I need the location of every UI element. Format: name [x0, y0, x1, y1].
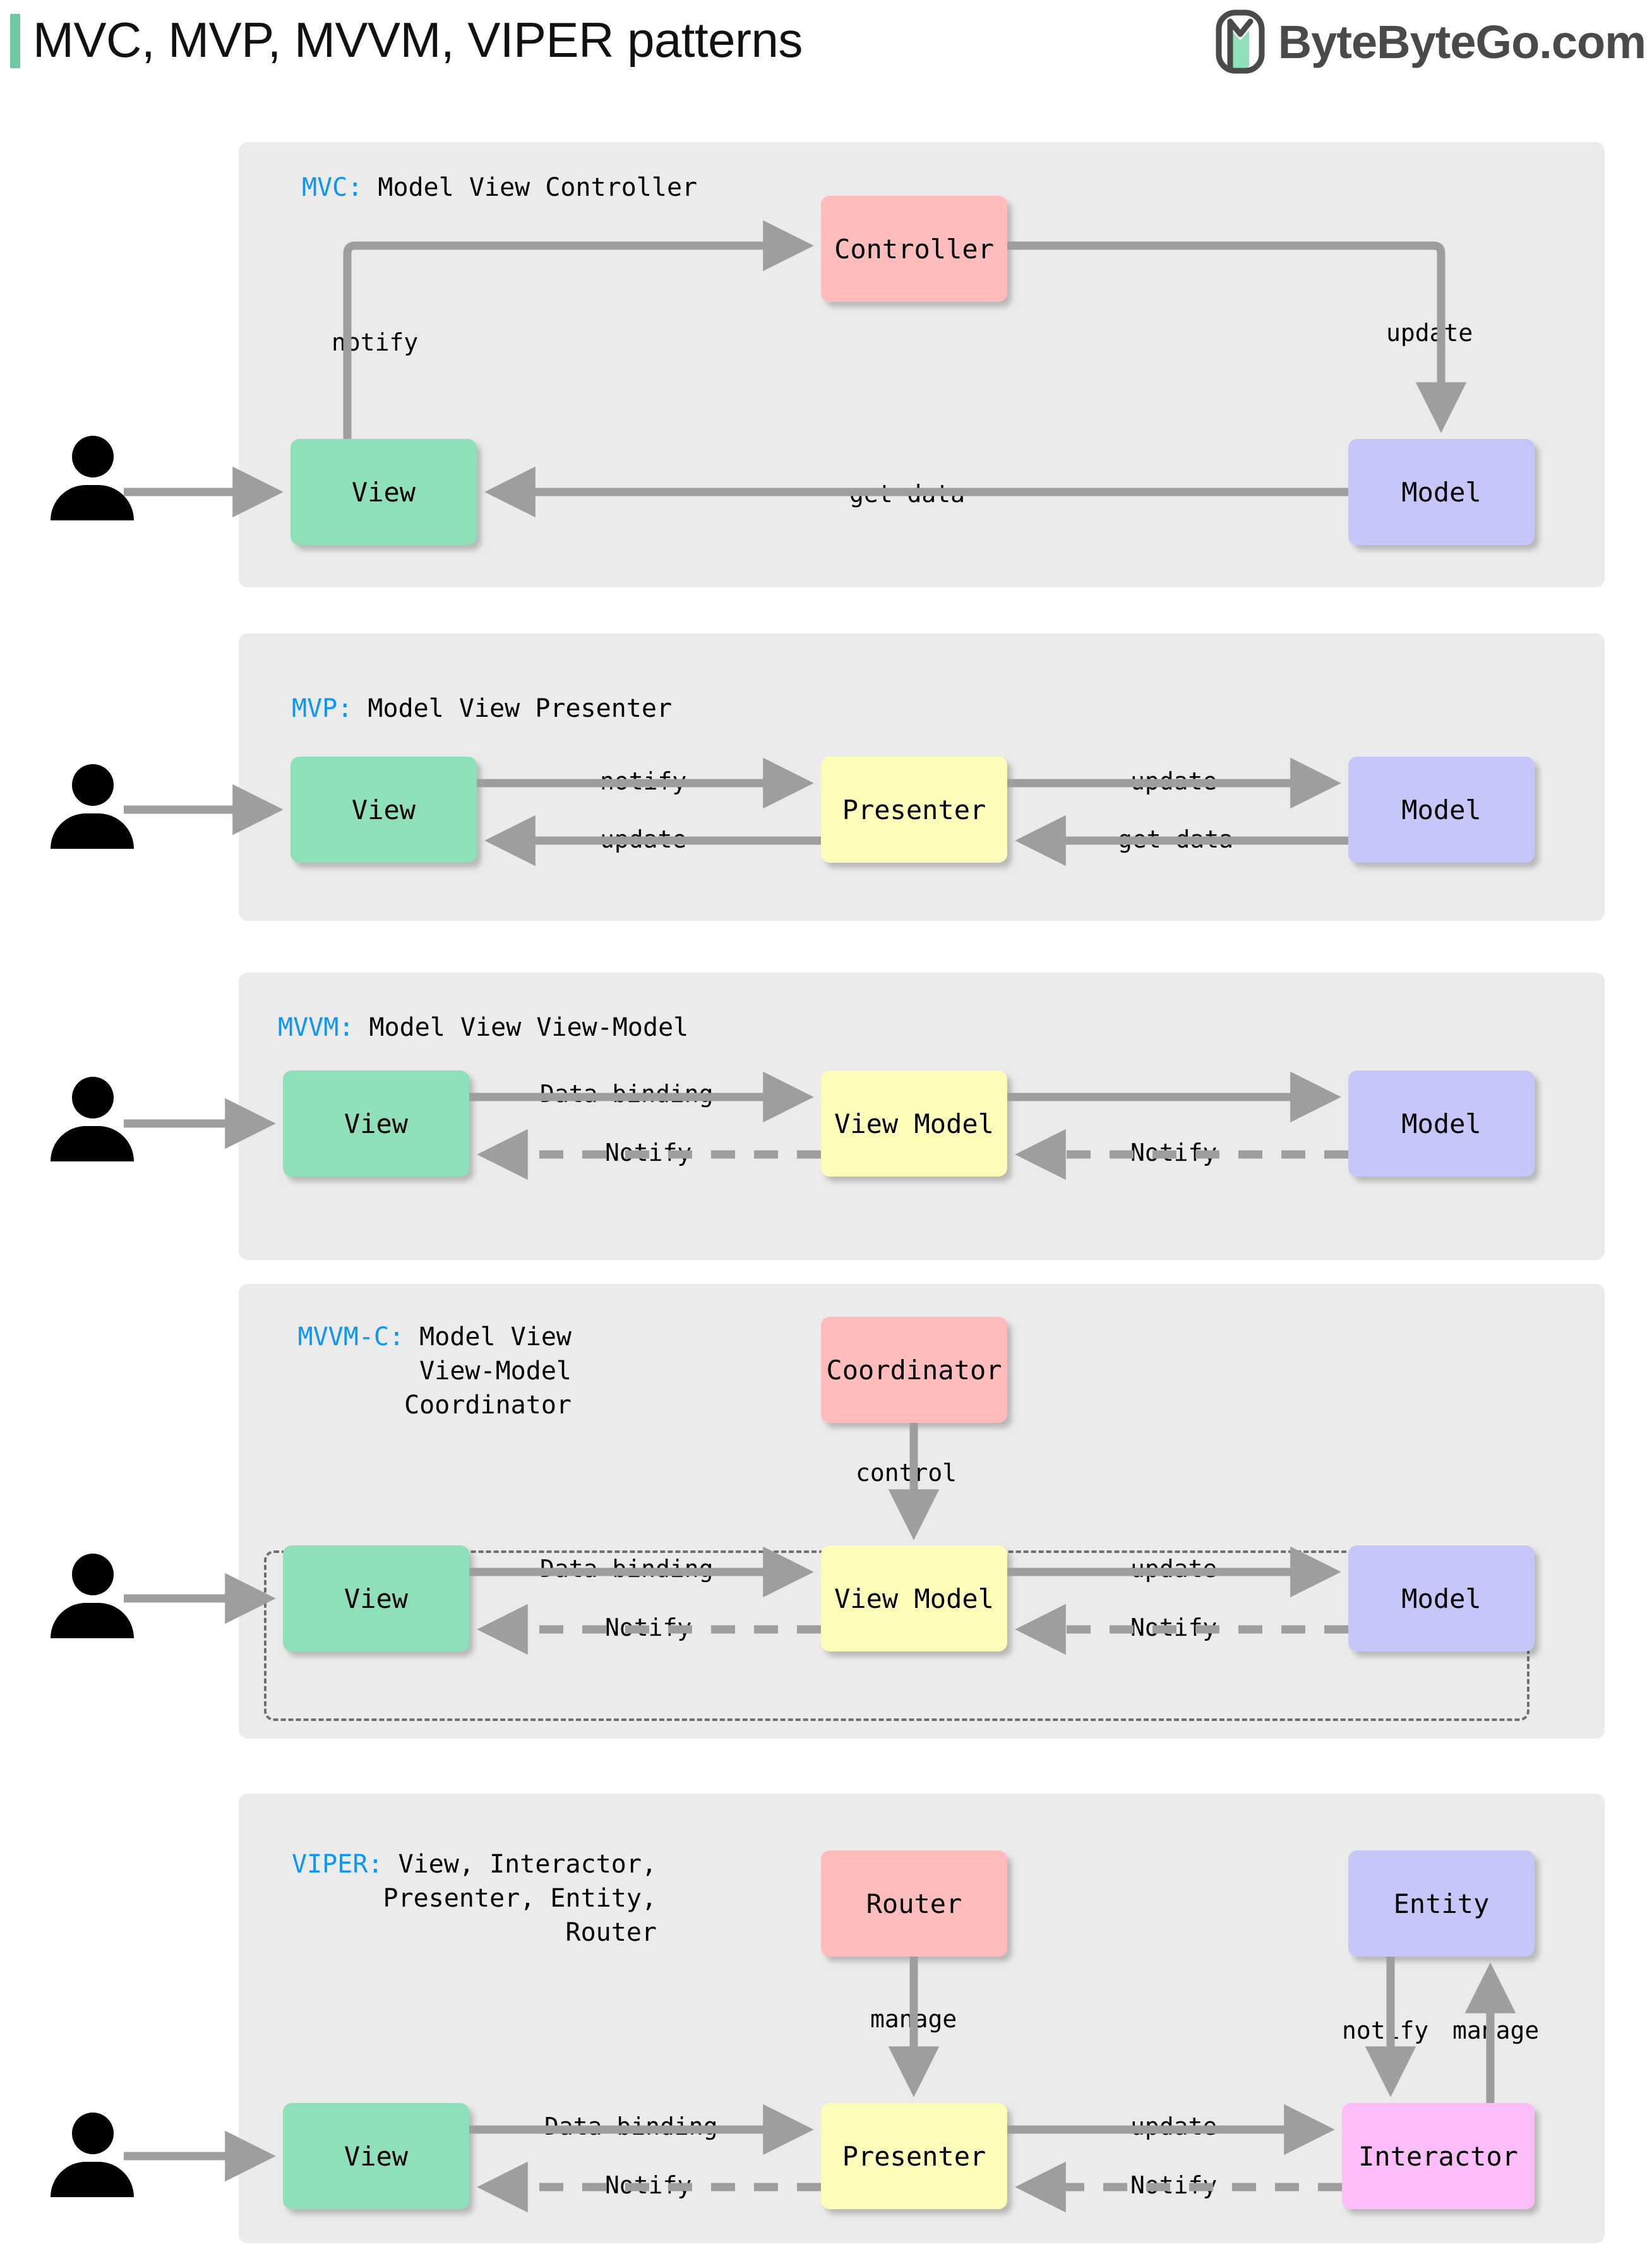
- caption-abbr-mvc: MVC:: [302, 173, 363, 202]
- node-viewmodel-mvvm[interactable]: View Model: [821, 1070, 1007, 1177]
- brand-lockup: ByteByteGo.com: [1214, 9, 1646, 75]
- actor-user-mvvm: [51, 1077, 139, 1161]
- node-label: View Model: [834, 1583, 994, 1614]
- node-label: Presenter: [842, 794, 986, 825]
- node-label: View Model: [834, 1108, 994, 1139]
- node-label: View: [344, 2140, 409, 2172]
- edge-label-notify-left-mvvm: Notify: [605, 1139, 692, 1166]
- node-label: Router: [866, 1888, 962, 1919]
- node-view-mvvm[interactable]: View: [283, 1070, 469, 1177]
- node-model-mvvm[interactable]: Model: [1348, 1070, 1535, 1177]
- node-label: Model: [1401, 476, 1481, 508]
- edge-label-notify-entity-viper: notify: [1342, 2017, 1429, 2044]
- caption-text-mvvmc-l3: Coordinator: [404, 1391, 572, 1420]
- actor-user-mvvmc: [51, 1554, 139, 1638]
- actor-user-viper: [51, 2113, 139, 2197]
- edge-label-notify-right-mvvmc: Notify: [1130, 1614, 1218, 1641]
- node-label: View: [344, 1108, 409, 1139]
- node-viewmodel-mvvmc[interactable]: View Model: [821, 1545, 1007, 1652]
- edge-label-databinding-viper: Data binding: [544, 2113, 718, 2140]
- edge-label-control-mvvmc: control: [856, 1459, 957, 1487]
- actor-body-icon: [51, 1603, 134, 1638]
- edge-label-notify-left-viper: Notify: [605, 2171, 692, 2199]
- actor-head-icon: [72, 1554, 114, 1595]
- brand-name: ByteByteGo.com: [1278, 15, 1646, 68]
- edge-label-update-mvc: update: [1386, 319, 1473, 347]
- edge-label-databinding-mvvmc: Data binding: [540, 1555, 714, 1583]
- node-model-mvc[interactable]: Model: [1348, 439, 1535, 545]
- edge-label-getdata-mvc: get data: [849, 480, 966, 508]
- node-label: Entity: [1393, 1888, 1490, 1919]
- caption-text-mvvmc-l2: View-Model: [419, 1357, 572, 1386]
- node-label: Interactor: [1358, 2140, 1518, 2172]
- actor-head-icon: [72, 764, 114, 806]
- edge-label-manage-router-viper: manage: [870, 2005, 957, 2033]
- caption-viper: VIPER: View, Interactor, Presenter, Entit…: [278, 1847, 657, 1950]
- node-label: Model: [1401, 794, 1481, 825]
- caption-text-mvvm: Model View View-Model: [354, 1013, 689, 1042]
- node-label: Coordinator: [826, 1354, 1002, 1386]
- node-router-viper[interactable]: Router: [821, 1850, 1007, 1957]
- node-label: Model: [1401, 1583, 1481, 1614]
- caption-mvc: MVC: Model View Controller: [302, 171, 697, 205]
- caption-abbr-mvp: MVP:: [292, 694, 353, 723]
- edge-label-update-viper: update: [1130, 2113, 1218, 2140]
- actor-body-icon: [51, 813, 134, 849]
- node-presenter-viper[interactable]: Presenter: [821, 2103, 1007, 2209]
- caption-mvvm: MVVM: Model View View-Model: [278, 1010, 688, 1045]
- edge-label-notify-mvp: notify: [600, 767, 687, 795]
- node-label: Presenter: [842, 2140, 986, 2172]
- caption-mvp: MVP: Model View Presenter: [292, 692, 672, 726]
- page-header: MVC, MVP, MVVM, VIPER patterns ByteByteG…: [0, 0, 1652, 82]
- node-presenter-mvp[interactable]: Presenter: [821, 757, 1007, 863]
- edge-label-notify-left-mvvmc: Notify: [605, 1614, 692, 1641]
- node-model-mvp[interactable]: Model: [1348, 757, 1535, 863]
- edge-label-update-right-mvp: update: [1130, 767, 1218, 795]
- actor-head-icon: [72, 2113, 114, 2154]
- caption-abbr-mvvmc: MVVM-C:: [297, 1322, 405, 1352]
- node-coordinator-mvvmc[interactable]: Coordinator: [821, 1317, 1007, 1423]
- node-entity-viper[interactable]: Entity: [1348, 1850, 1535, 1957]
- edge-label-notify-mvc: notify: [332, 328, 419, 356]
- page-title: MVC, MVP, MVVM, VIPER patterns: [33, 12, 803, 68]
- bytebytego-logo-icon: [1216, 9, 1265, 74]
- actor-body-icon: [51, 485, 134, 520]
- edge-label-update-mvvmc: update: [1130, 1555, 1218, 1583]
- node-label: View: [351, 794, 416, 825]
- node-label: Model: [1401, 1108, 1481, 1139]
- node-label: View: [351, 476, 416, 508]
- node-model-mvvmc[interactable]: Model: [1348, 1545, 1535, 1652]
- node-view-viper[interactable]: View: [283, 2103, 469, 2209]
- edge-label-databinding-mvvm: Data binding: [540, 1080, 714, 1108]
- caption-abbr-mvvm: MVVM:: [278, 1013, 354, 1042]
- edge-label-notify-right-mvvm: Notify: [1130, 1139, 1218, 1166]
- node-label: View: [344, 1583, 409, 1614]
- caption-text-mvc: Model View Controller: [362, 173, 698, 202]
- node-label: Controller: [834, 233, 994, 265]
- edge-label-update-left-mvp: update: [600, 825, 687, 853]
- actor-head-icon: [72, 436, 114, 477]
- caption-text-mvp: Model View Presenter: [352, 694, 673, 723]
- caption-text-viper-l3: Router: [565, 1918, 657, 1947]
- node-interactor-viper[interactable]: Interactor: [1342, 2103, 1535, 2209]
- title-accent-bar: [10, 14, 20, 68]
- node-view-mvc[interactable]: View: [290, 439, 477, 545]
- node-view-mvvmc[interactable]: View: [283, 1545, 469, 1652]
- actor-user-mvc: [51, 436, 139, 520]
- edge-label-manage-entity-viper: manage: [1452, 2017, 1540, 2044]
- caption-abbr-viper: VIPER:: [292, 1850, 383, 1879]
- node-view-mvp[interactable]: View: [290, 757, 477, 863]
- caption-text-viper-l2: Presenter, Entity,: [383, 1884, 657, 1913]
- edge-label-getdata-mvp: get data: [1118, 825, 1234, 853]
- actor-body-icon: [51, 1126, 134, 1161]
- actor-head-icon: [72, 1077, 114, 1118]
- caption-text-mvvmc-l1: Model View: [404, 1322, 572, 1352]
- node-controller-mvc[interactable]: Controller: [821, 196, 1007, 302]
- actor-user-mvp: [51, 764, 139, 849]
- actor-body-icon: [51, 2162, 134, 2197]
- caption-text-viper-l1: View, Interactor,: [383, 1850, 657, 1879]
- edge-label-notify-right-viper: Notify: [1130, 2171, 1218, 2199]
